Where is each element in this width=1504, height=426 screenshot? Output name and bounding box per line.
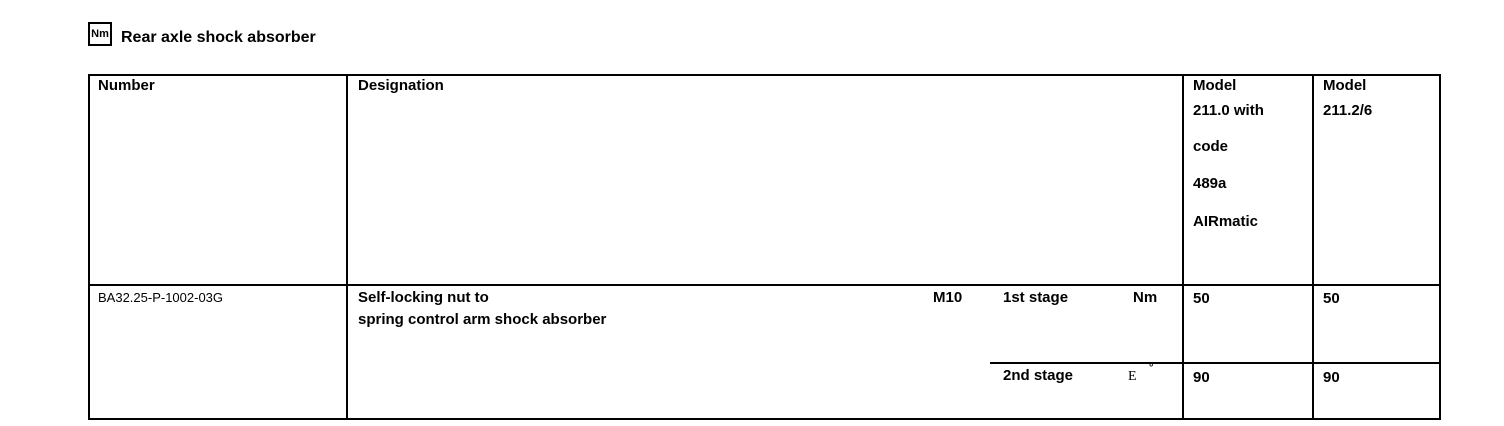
column-divider-number-designation xyxy=(346,74,348,420)
stage1-value-model-a: 50 xyxy=(1193,290,1210,307)
stage2-value-model-b: 90 xyxy=(1323,369,1340,386)
column-divider-model-a-model-b xyxy=(1312,74,1314,420)
header-model-b-line: 211.2/6 xyxy=(1323,102,1373,119)
stage2-unit: E xyxy=(1128,369,1137,384)
header-model-a-line: AIRmatic xyxy=(1193,213,1259,230)
torque-table xyxy=(88,74,1441,420)
stage2-unit-degree: ° xyxy=(1149,362,1154,374)
stage2-label: 2nd stage xyxy=(1003,367,1074,384)
stage1-value-model-b: 50 xyxy=(1323,290,1340,307)
stage2-value-model-a: 90 xyxy=(1193,369,1210,386)
header-model-a-line: 211.0 with xyxy=(1193,102,1264,119)
nm-unit-icon: Nm xyxy=(88,22,112,46)
header-model-a-line: Model xyxy=(1193,77,1237,94)
row-designation-line1: Self-locking nut to xyxy=(358,289,489,306)
header-designation: Designation xyxy=(358,77,444,94)
header-model-b-line: Model xyxy=(1323,77,1367,94)
stage1-unit: Nm xyxy=(1133,289,1158,306)
row-designation-line2: spring control arm shock absorber xyxy=(358,311,607,328)
stage1-label: 1st stage xyxy=(1003,289,1069,306)
header-number: Number xyxy=(98,77,155,94)
stage-row-divider xyxy=(990,362,1441,364)
header-model-a-line: code xyxy=(1193,138,1229,155)
header-model-a-line: 489a xyxy=(1193,175,1227,192)
row-thread-size: M10 xyxy=(933,289,963,306)
nm-unit-icon-label: Nm xyxy=(91,28,109,40)
column-divider-designation-model-a xyxy=(1182,74,1184,420)
page-title: Rear axle shock absorber xyxy=(121,29,316,46)
header-row-divider xyxy=(88,284,1441,286)
row-number: BA32.25-P-1002-03G xyxy=(98,290,224,305)
